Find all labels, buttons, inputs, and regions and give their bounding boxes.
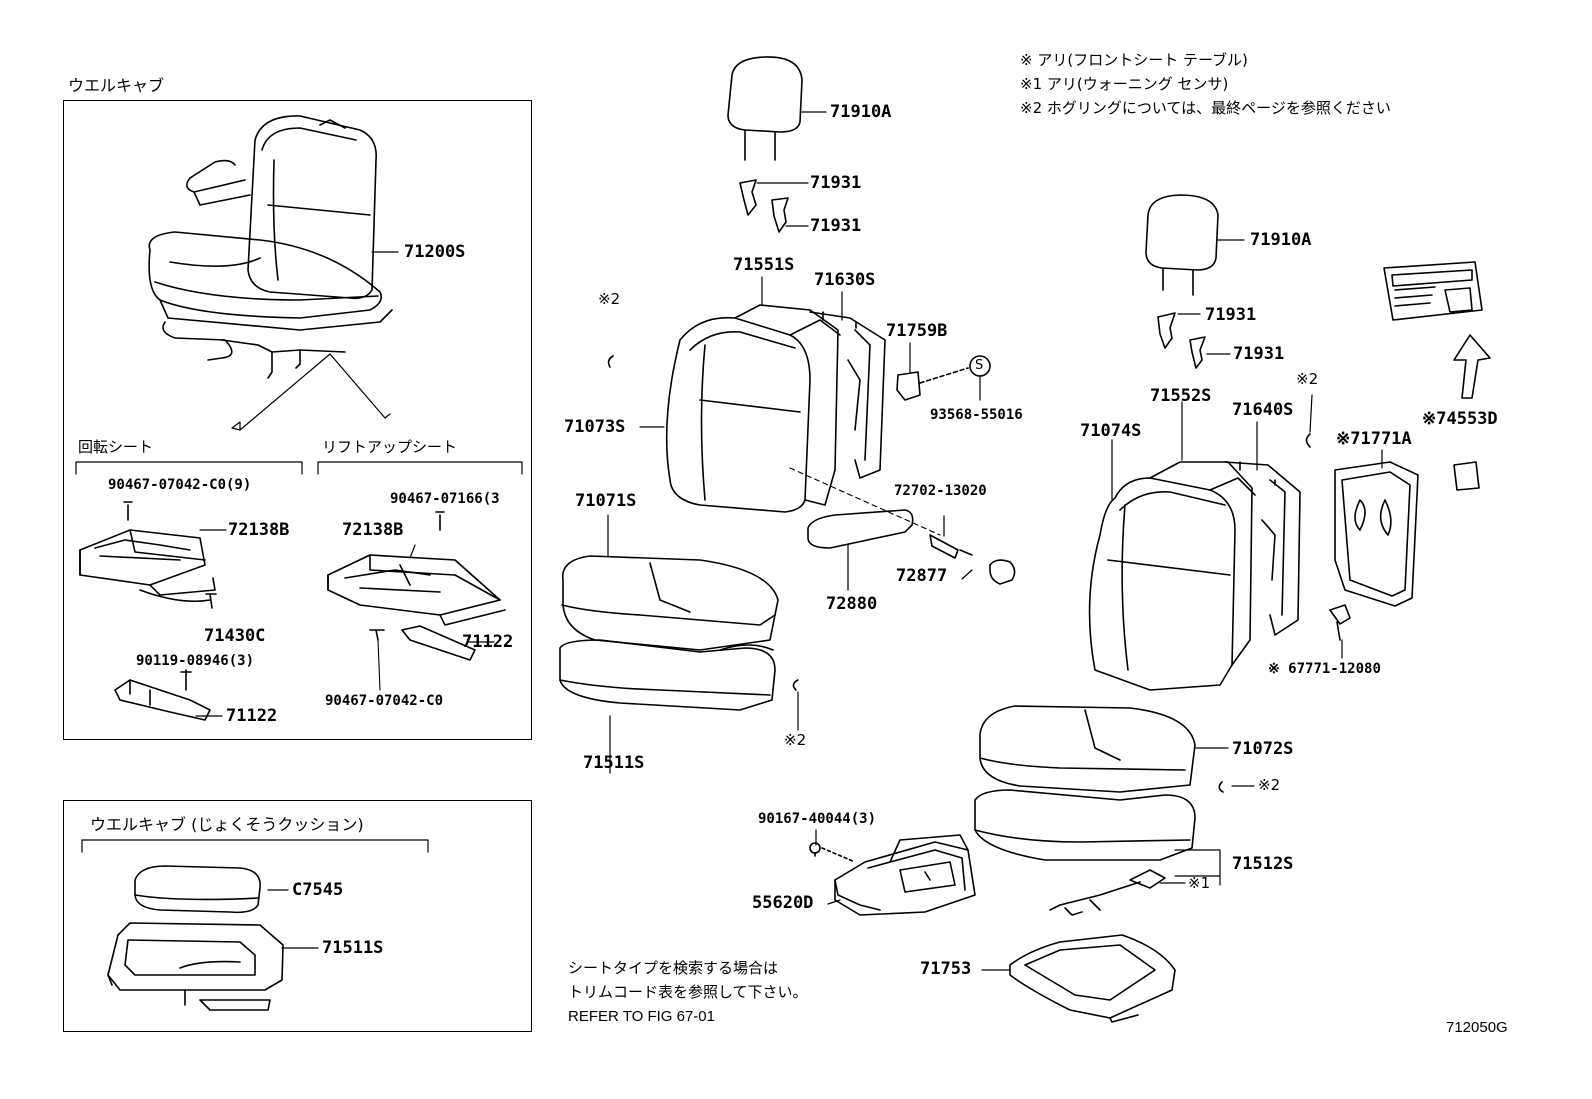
- welcab-panel: [63, 100, 532, 740]
- rotating-seat-heading: 回転シート: [78, 438, 154, 456]
- part-71552S[interactable]: 71552S: [1150, 386, 1212, 406]
- part-71122-liftup[interactable]: 71122: [462, 632, 514, 652]
- part-71910A-right[interactable]: 71910A: [1250, 230, 1312, 250]
- part-71511S-cushion[interactable]: 71511S: [322, 938, 384, 958]
- welcab-seat-illustration: [148, 115, 393, 431]
- part-67771-12080[interactable]: ※ 67771-12080: [1268, 661, 1381, 677]
- pressure-cushion-panel: [63, 800, 532, 1032]
- part-71511S[interactable]: 71511S: [583, 753, 645, 773]
- seat-support-frame-illustration: [809, 834, 976, 916]
- part-71630S[interactable]: 71630S: [814, 270, 876, 290]
- note-front-seat-table: ※ アリ(フロントシート テーブル): [1020, 51, 1248, 69]
- part-90119-08946-3[interactable]: 90119-08946(3): [136, 653, 255, 669]
- panel-bracket-lines: [75, 461, 523, 853]
- part-71931-b[interactable]: 71931: [810, 216, 862, 236]
- part-90467-07042-C0[interactable]: 90467-07042-C0: [325, 693, 444, 709]
- liftup-seat-heading: リフトアップシート: [322, 438, 458, 456]
- part-71072S[interactable]: 71072S: [1232, 739, 1294, 759]
- part-55620D[interactable]: 55620D: [752, 893, 814, 913]
- part-71200S[interactable]: 71200S: [404, 242, 466, 262]
- part-72138B-liftup[interactable]: 72138B: [342, 520, 404, 540]
- part-71430C[interactable]: 71430C: [204, 626, 266, 646]
- part-C7545[interactable]: C7545: [292, 880, 344, 900]
- note-hog-ring: ※2 ホグリングについては、最終ページを参照ください: [1020, 99, 1391, 117]
- leader-lines: [195, 111, 1383, 971]
- part-72877[interactable]: 72877: [896, 566, 948, 586]
- pressure-cushion-heading: ウエルキャブ (じょくそうクッション): [90, 815, 364, 834]
- part-71640S[interactable]: 71640S: [1232, 400, 1294, 420]
- part-72702-13020[interactable]: 72702-13020: [894, 483, 987, 499]
- right-front-seat-illustration: [974, 194, 1491, 1023]
- part-71931-d[interactable]: 71931: [1233, 344, 1285, 364]
- seat-type-note-line1: シートタイプを検索する場合は: [568, 959, 779, 977]
- pressure-cushion-illustration: [107, 865, 284, 1011]
- part-72138B-rotating[interactable]: 72138B: [228, 520, 290, 540]
- left-front-seat-illustration: [559, 56, 1016, 711]
- hog-ring-mark-upper: ※2: [598, 290, 621, 308]
- hog-ring-illustrations: [607, 355, 1311, 793]
- part-71771A[interactable]: ※71771A: [1336, 429, 1412, 449]
- part-71551S[interactable]: 71551S: [733, 255, 795, 275]
- part-71071S[interactable]: 71071S: [575, 491, 637, 511]
- part-71753[interactable]: 71753: [920, 959, 972, 979]
- refer-to-fig[interactable]: REFER TO FIG 67-01: [568, 1008, 715, 1025]
- welcab-title: ウエルキャブ: [68, 76, 165, 95]
- hog-ring-mark-right: ※2: [1296, 370, 1319, 388]
- part-90467-07042-C0-9[interactable]: 90467-07042-C0(9): [108, 477, 252, 493]
- warning-sensor-mark: ※1: [1188, 874, 1211, 892]
- part-71759B[interactable]: 71759B: [886, 321, 948, 341]
- part-90467-07166-3[interactable]: 90467-07166(3: [390, 491, 500, 507]
- part-93568-55016[interactable]: 93568-55016: [930, 407, 1023, 423]
- part-71073S[interactable]: 71073S: [564, 417, 626, 437]
- s-circle-symbol: S: [975, 358, 984, 373]
- rotating-seat-base-illustration: [79, 501, 217, 721]
- part-71074S[interactable]: 71074S: [1080, 421, 1142, 441]
- liftup-seat-base-illustration: [327, 511, 506, 691]
- part-71931-c[interactable]: 71931: [1205, 305, 1257, 325]
- note-warning-sensor: ※1 アリ(ウォーニング センサ): [1020, 75, 1229, 93]
- hog-ring-mark-lower: ※2: [784, 731, 807, 749]
- part-72880[interactable]: 72880: [826, 594, 878, 614]
- part-71512S[interactable]: 71512S: [1232, 854, 1294, 874]
- part-71910A-left[interactable]: 71910A: [830, 102, 892, 122]
- hog-ring-mark-right-lower: ※2: [1258, 776, 1281, 794]
- figure-code: 712050G: [1446, 1019, 1508, 1036]
- part-90167-40044-3[interactable]: 90167-40044(3): [758, 811, 877, 827]
- part-71931-a[interactable]: 71931: [810, 173, 862, 193]
- part-71122-rotating[interactable]: 71122: [226, 706, 278, 726]
- part-74553D[interactable]: ※74553D: [1422, 409, 1498, 429]
- seat-type-note-line2: トリムコード表を参照して下さい。: [568, 983, 808, 1001]
